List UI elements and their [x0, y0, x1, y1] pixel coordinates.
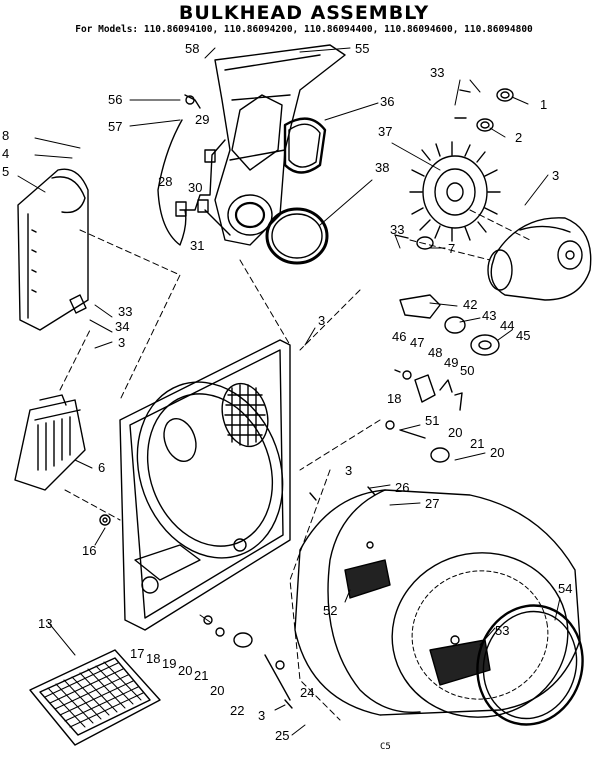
callout-52: 52 — [323, 603, 337, 618]
page-code: C5 — [380, 742, 391, 752]
thermostat-wiring — [157, 94, 226, 246]
callout-58: 58 — [185, 41, 199, 56]
callout-24: 24 — [300, 685, 314, 700]
guide-lines — [59, 209, 531, 721]
blower-wheel — [409, 141, 501, 242]
callout-18: 18 — [146, 651, 160, 666]
callout-44: 44 — [500, 318, 514, 333]
callout-33: 33 — [430, 65, 444, 80]
callout-33: 33 — [118, 304, 132, 319]
callout-2: 2 — [515, 130, 522, 145]
callout-13: 13 — [38, 616, 52, 631]
blower-housing — [487, 217, 592, 301]
callout-57: 57 — [108, 119, 122, 134]
callout-50: 50 — [460, 363, 474, 378]
duct-assembly — [204, 44, 346, 246]
front-seal — [476, 604, 584, 726]
lint-filter — [14, 394, 86, 491]
dryer-drum — [294, 489, 581, 718]
callout-54: 54 — [558, 581, 572, 596]
callout-31: 31 — [190, 238, 204, 253]
callout-21: 21 — [470, 436, 484, 451]
callout-20: 20 — [448, 425, 462, 440]
fasteners-and-fittings — [394, 88, 514, 356]
callout-29: 29 — [195, 112, 209, 127]
callout-30: 30 — [188, 180, 202, 195]
callout-27: 27 — [425, 496, 439, 511]
small-parts — [99, 486, 376, 709]
callout-20: 20 — [178, 663, 192, 678]
lint-screen — [29, 649, 161, 746]
gasket-seals — [265, 117, 329, 265]
callout-34: 34 — [115, 319, 129, 334]
callout-3: 3 — [552, 168, 559, 183]
idler-parts — [385, 369, 463, 463]
callout-3: 3 — [258, 708, 265, 723]
callout-28: 28 — [158, 174, 172, 189]
callout-16: 16 — [82, 543, 96, 558]
callout-43: 43 — [482, 308, 496, 323]
callout-49: 49 — [444, 355, 458, 370]
callout-25: 25 — [275, 728, 289, 743]
callout-3: 3 — [345, 463, 352, 478]
callout-1: 1 — [540, 97, 547, 112]
callout-48: 48 — [428, 345, 442, 360]
callout-45: 45 — [516, 328, 530, 343]
callout-7: 7 — [448, 241, 455, 256]
callout-53: 53 — [495, 623, 509, 638]
callout-8: 8 — [2, 128, 9, 143]
callout-19: 19 — [162, 656, 176, 671]
callout-51: 51 — [425, 413, 439, 428]
callout-labels: 1 2 3 3 3 3 3 4 5 6 7 8 13 16 17 18 18 1… — [2, 41, 572, 743]
callout-20: 20 — [490, 445, 504, 460]
callout-56: 56 — [108, 92, 122, 107]
callout-20: 20 — [210, 683, 224, 698]
callout-42: 42 — [463, 297, 477, 312]
bulkhead-panel — [119, 339, 291, 631]
callout-36: 36 — [380, 94, 394, 109]
diagram-title: BULKHEAD ASSEMBLY — [178, 2, 430, 24]
callout-55: 55 — [355, 41, 369, 56]
callout-38: 38 — [375, 160, 389, 175]
callout-4: 4 — [2, 146, 9, 161]
callout-46: 46 — [392, 329, 406, 344]
callout-37: 37 — [378, 124, 392, 139]
callout-21: 21 — [194, 668, 208, 683]
callout-33: 33 — [390, 222, 404, 237]
callout-17: 17 — [130, 646, 144, 661]
callout-22: 22 — [230, 703, 244, 718]
callout-6: 6 — [98, 460, 105, 475]
callout-18: 18 — [387, 391, 401, 406]
callout-5: 5 — [2, 164, 9, 179]
callout-3: 3 — [318, 313, 325, 328]
callout-47: 47 — [410, 335, 424, 350]
callout-3: 3 — [118, 335, 125, 350]
lint-duct — [17, 168, 89, 331]
model-numbers: For Models: 110.86094100, 110.86094200, … — [75, 24, 533, 35]
callout-26: 26 — [395, 480, 409, 495]
leader-lines — [17, 47, 561, 736]
